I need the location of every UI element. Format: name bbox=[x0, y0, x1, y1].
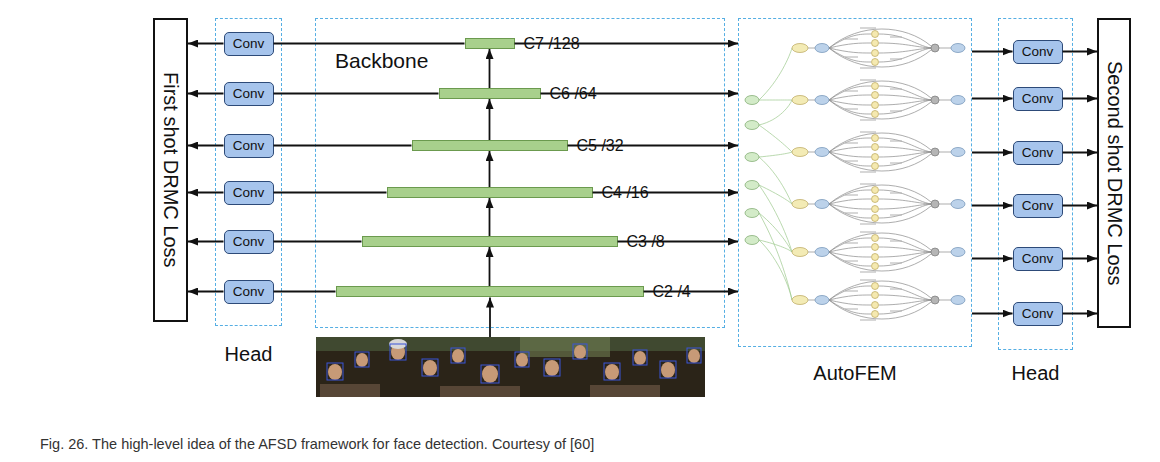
conv-label: Conv bbox=[1022, 306, 1054, 321]
flow-arrow bbox=[274, 43, 465, 45]
flow-arrow bbox=[618, 241, 739, 243]
flow-arrow bbox=[188, 192, 224, 194]
conv-label: Conv bbox=[233, 86, 265, 101]
figure-caption: Fig. 26. The high-level idea of the AFSD… bbox=[40, 436, 594, 452]
conv-box: Conv bbox=[1013, 302, 1063, 326]
flow-arrow bbox=[972, 205, 1013, 207]
level-label: C7 /128 bbox=[524, 35, 580, 53]
flow-arrow bbox=[1063, 313, 1098, 315]
flow-arrow bbox=[188, 291, 224, 293]
flow-arrow bbox=[593, 192, 739, 194]
flow-arrow bbox=[489, 151, 491, 187]
feature-level-bar: C2 /4 bbox=[336, 286, 644, 297]
level-label: C5 /32 bbox=[577, 137, 624, 155]
flow-arrow bbox=[972, 51, 1013, 53]
feature-level-bar: C6 /64 bbox=[439, 88, 541, 99]
flow-arrow bbox=[1063, 258, 1098, 260]
flow-arrow bbox=[541, 93, 739, 95]
flow-arrow bbox=[188, 93, 224, 95]
input-photo bbox=[316, 337, 705, 397]
flow-arrow bbox=[274, 93, 439, 95]
flow-arrow bbox=[972, 313, 1013, 315]
backbone-group: C7 /128 C6 /64 C5 /32 C4 /16 C3 /8 C2 /4 Backb… bbox=[315, 18, 725, 328]
flow-arrow bbox=[972, 258, 1013, 260]
flow-arrow bbox=[188, 43, 224, 45]
loss-box: First shot DRMC Loss bbox=[153, 18, 188, 322]
head-group: ConvConvConvConvConvConvHead bbox=[998, 18, 1073, 350]
conv-box: Conv bbox=[224, 32, 274, 56]
conv-box: Conv bbox=[224, 230, 274, 254]
flow-arrow bbox=[274, 192, 387, 194]
module-label: AutoFEM bbox=[813, 362, 896, 385]
head-group: ConvConvConvConvConvConvHead bbox=[215, 18, 282, 326]
conv-box: Conv bbox=[1013, 247, 1063, 271]
conv-label: Conv bbox=[1022, 198, 1054, 213]
head-label: Head bbox=[225, 343, 273, 366]
flow-arrow bbox=[489, 198, 491, 236]
flow-arrow bbox=[489, 99, 491, 140]
autofem-graph bbox=[745, 28, 965, 320]
feature-level-bar: C7 /128 bbox=[465, 38, 515, 49]
conv-label: Conv bbox=[233, 36, 265, 51]
conv-box: Conv bbox=[224, 82, 274, 106]
feature-level-bar: C3 /8 bbox=[362, 236, 618, 247]
flow-arrow bbox=[515, 43, 739, 45]
conv-label: Conv bbox=[1022, 145, 1054, 160]
conv-label: Conv bbox=[233, 284, 265, 299]
flow-arrow bbox=[188, 241, 224, 243]
conv-box: Conv bbox=[1013, 194, 1063, 218]
flow-arrow bbox=[274, 241, 362, 243]
conv-box: Conv bbox=[1013, 141, 1063, 165]
flow-arrow bbox=[274, 145, 412, 147]
conv-label: Conv bbox=[233, 234, 265, 249]
conv-box: Conv bbox=[224, 280, 274, 304]
level-label: C6 /64 bbox=[550, 85, 597, 103]
level-label: C3 /8 bbox=[627, 233, 665, 251]
conv-label: Conv bbox=[233, 138, 265, 153]
feature-level-bar: C5 /32 bbox=[412, 140, 568, 151]
loss-box: Second shot DRMC Loss bbox=[1097, 18, 1131, 328]
input-arrow bbox=[489, 298, 491, 338]
autofem-module: AutoFEM bbox=[738, 18, 972, 347]
conv-box: Conv bbox=[1013, 87, 1063, 111]
level-label: C4 /16 bbox=[602, 184, 649, 202]
conv-box: Conv bbox=[224, 181, 274, 205]
flow-arrow bbox=[568, 145, 739, 147]
feature-level-bar: C4 /16 bbox=[387, 187, 593, 198]
flow-arrow bbox=[1063, 205, 1098, 207]
backbone-label: Backbone bbox=[335, 49, 428, 73]
conv-box: Conv bbox=[224, 134, 274, 158]
loss-label: First shot DRMC Loss bbox=[159, 72, 182, 268]
flow-arrow bbox=[1063, 152, 1098, 154]
flow-arrow bbox=[489, 49, 491, 88]
conv-label: Conv bbox=[1022, 44, 1054, 59]
flow-arrow bbox=[274, 291, 336, 293]
flow-arrow bbox=[489, 247, 491, 286]
flow-arrow bbox=[1063, 98, 1098, 100]
flow-arrow bbox=[188, 145, 224, 147]
flow-arrow bbox=[1063, 51, 1098, 53]
level-label: C2 /4 bbox=[653, 283, 691, 301]
conv-label: Conv bbox=[1022, 91, 1054, 106]
conv-label: Conv bbox=[1022, 251, 1054, 266]
conv-box: Conv bbox=[1013, 40, 1063, 64]
head-label: Head bbox=[1012, 362, 1060, 385]
conv-label: Conv bbox=[233, 185, 265, 200]
loss-label: Second shot DRMC Loss bbox=[1103, 61, 1126, 286]
flow-arrow bbox=[644, 291, 739, 293]
flow-arrow bbox=[972, 152, 1013, 154]
flow-arrow bbox=[972, 98, 1013, 100]
